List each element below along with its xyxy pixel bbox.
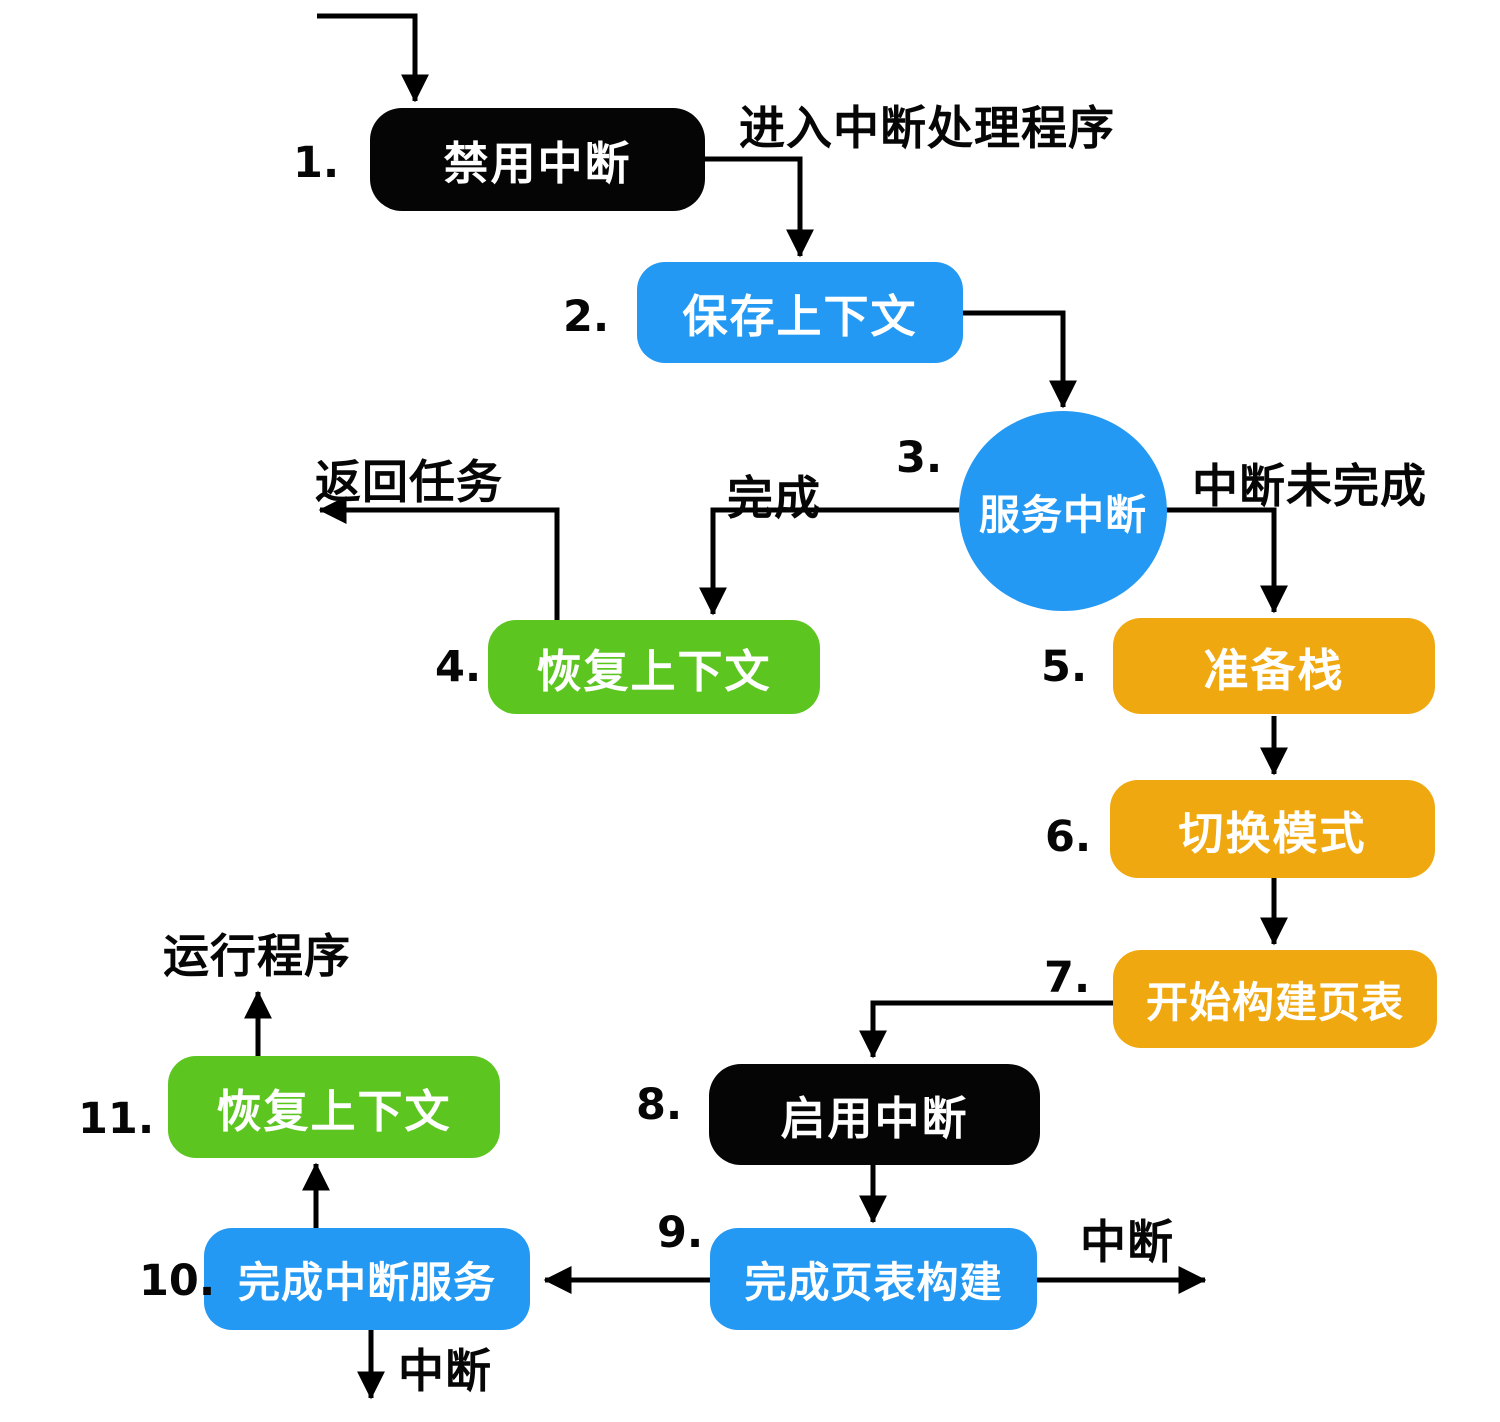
step-number-3: 3. <box>896 433 943 483</box>
edge-build-page-table-to-enable-interrupts <box>859 1000 1113 1059</box>
node-label: 启用中断 <box>780 1092 969 1145</box>
node-label: 完成中断服务 <box>237 1257 496 1307</box>
node-label: 保存上下文 <box>682 290 918 343</box>
edge-label-enter-interrupt-handler: 进入中断处理程序 <box>739 101 1115 155</box>
step-number-2: 2. <box>563 292 610 342</box>
node-label: 服务中断 <box>979 491 1147 539</box>
step-number-4: 4. <box>435 642 482 692</box>
node-restore-context-task: 恢复上下文 <box>488 620 820 714</box>
step-number-6: 6. <box>1045 812 1092 862</box>
node-start-build-page-table: 开始构建页表 <box>1113 950 1437 1048</box>
node-disable-interrupts: 禁用中断 <box>370 108 705 211</box>
node-service-interrupt: 服务中断 <box>959 411 1167 611</box>
step-number-8: 8. <box>636 1080 683 1130</box>
edge-label-done: 完成 <box>727 471 821 525</box>
step-number-11: 11. <box>78 1094 155 1144</box>
step-number-1: 1. <box>293 138 340 188</box>
node-finish-page-table-build: 完成页表构建 <box>710 1228 1037 1330</box>
edge-service-done-to-restore-context <box>699 507 962 616</box>
node-prepare-stack: 准备栈 <box>1113 618 1435 714</box>
edge-save-context-to-service-interrupt <box>963 310 1077 409</box>
step-number-5: 5. <box>1041 642 1088 692</box>
node-switch-mode: 切换模式 <box>1110 780 1435 878</box>
node-label: 禁用中断 <box>443 137 632 190</box>
node-save-context: 保存上下文 <box>637 262 963 363</box>
node-finish-interrupt-service: 完成中断服务 <box>204 1228 530 1330</box>
edge-restore-context-to-return-task <box>318 496 560 620</box>
edge-entry-to-disable-interrupts <box>317 13 429 103</box>
node-label: 切换模式 <box>1178 806 1367 860</box>
step-number-9: 9. <box>657 1208 704 1258</box>
edge-label-interrupt-after-page-table: 中断 <box>1080 1215 1174 1269</box>
edge-label-interrupt-after-service: 中断 <box>398 1344 492 1398</box>
node-label: 准备栈 <box>1203 643 1345 697</box>
edge-label-return-to-task: 返回任务 <box>315 455 503 509</box>
node-label: 恢复上下文 <box>216 1084 452 1138</box>
node-label: 恢复上下文 <box>536 644 772 698</box>
edge-label-interrupt-not-done: 中断未完成 <box>1192 459 1427 513</box>
edge-service-notdone-to-prepare-stack <box>1166 507 1288 614</box>
node-label: 开始构建页表 <box>1145 977 1404 1027</box>
node-restore-context-program: 恢复上下文 <box>168 1056 500 1158</box>
step-number-10: 10. <box>139 1256 216 1306</box>
step-number-7: 7. <box>1044 953 1091 1003</box>
node-label: 完成页表构建 <box>744 1257 1003 1307</box>
edge-disable-to-save-context <box>705 156 814 258</box>
node-enable-interrupts: 启用中断 <box>709 1064 1040 1165</box>
edge-label-run-program: 运行程序 <box>163 929 351 983</box>
